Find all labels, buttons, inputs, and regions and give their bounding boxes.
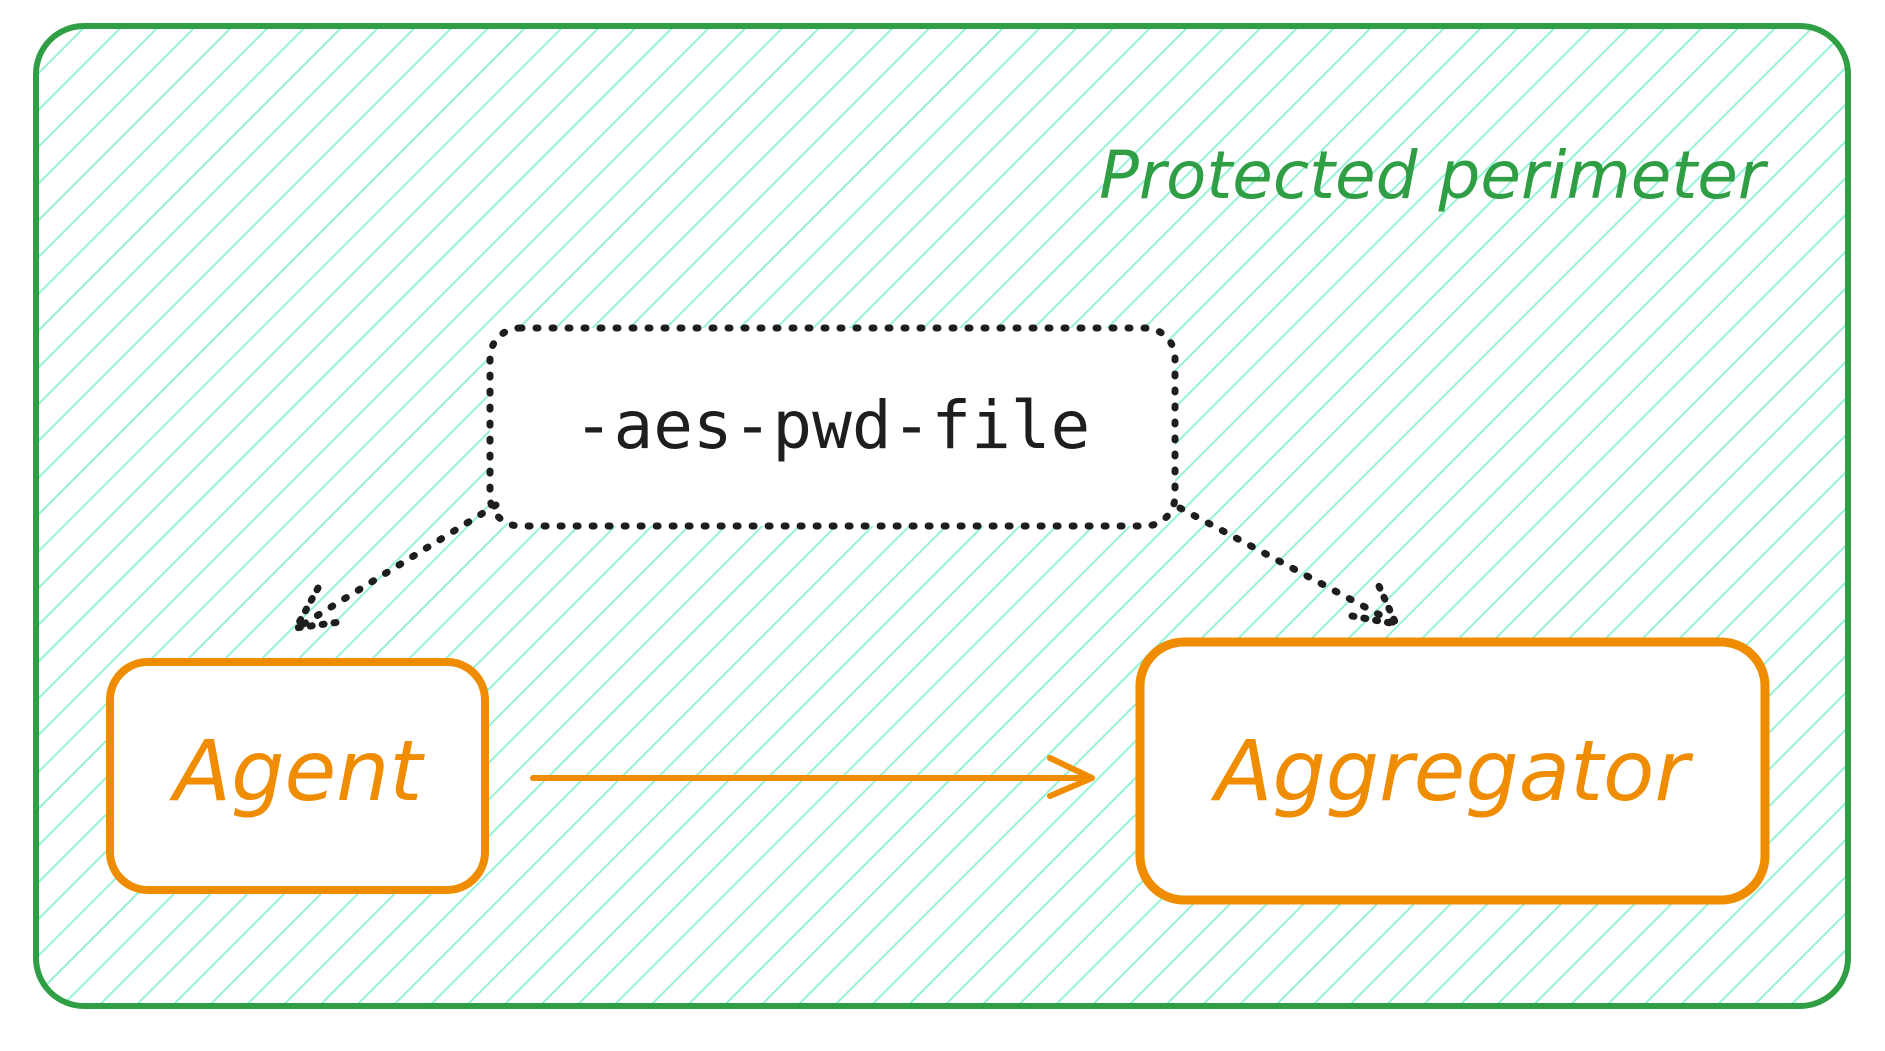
aggregator-label: Aggregator [1210,722,1693,820]
agent-node: Agent [106,658,489,894]
config-flag-node: -aes-pwd-file [486,324,1179,530]
aggregator-box [1135,637,1770,905]
aggregator-node: Aggregator [1135,637,1770,905]
perimeter-label: Protected perimeter [1099,137,1769,214]
edge-agent-to-aggregator [530,755,1095,799]
edge-agent-to-aggregator-arrowhead [1047,755,1095,799]
agent-label: Agent [169,722,426,820]
edge-flag-to-aggregator [1176,504,1400,628]
edge-flag-to-agent-line [298,501,500,629]
edge-flag-to-agent [292,501,500,632]
agent-box [106,658,489,894]
edge-flag-to-agent-arrowhead [292,584,344,632]
config-flag-box [486,324,1179,530]
perimeter-border [33,23,1851,1009]
edge-flag-to-aggregator-arrowhead [1348,580,1400,628]
config-flag-label: -aes-pwd-file [574,387,1091,464]
